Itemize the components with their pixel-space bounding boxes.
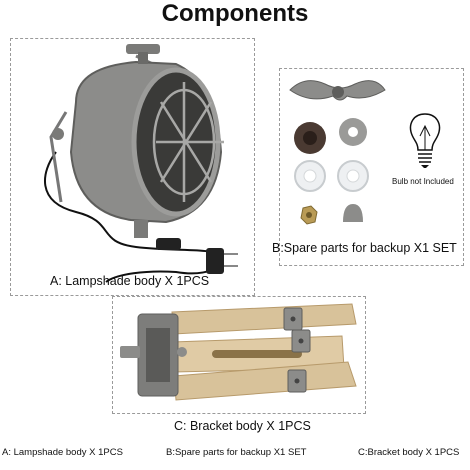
lamp-head-icon xyxy=(44,44,238,283)
lampshade-caption: A: Lampshade body X 1PCS xyxy=(50,274,210,288)
footer-summary: A: Lampshade body X 1PCS B:Spare parts f… xyxy=(0,447,470,463)
footer-spare-parts: B:Spare parts for backup X1 SET xyxy=(166,447,307,458)
footer-bracket: C:Bracket body X 1PCS xyxy=(358,447,460,458)
lightbulb-icon xyxy=(409,113,441,168)
bracket-caption: C: Bracket body X 1PCS xyxy=(174,419,311,433)
page-title: Components xyxy=(161,0,309,27)
footer-lampshade: A: Lampshade body X 1PCS xyxy=(2,447,123,458)
spare-parts-icon xyxy=(289,80,386,225)
spare-parts-caption: B:Spare parts for backup X1 SET xyxy=(272,241,457,255)
tripod-bracket-icon xyxy=(120,303,357,401)
bulb-note: Bulb not Included xyxy=(392,177,454,186)
